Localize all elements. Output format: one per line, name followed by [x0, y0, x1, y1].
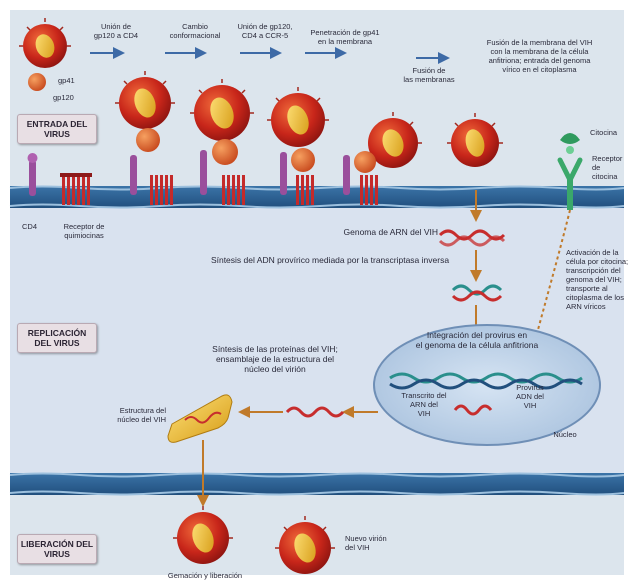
cd4-receptor: [28, 153, 38, 196]
step3-label: Unión de gp120, CD4 a CCR-5: [225, 22, 305, 40]
proviral-dna-label: Síntesis del ADN provírico mediada por l…: [180, 255, 480, 265]
cytokine-label: Citocina: [590, 128, 630, 137]
activation-label: Activación de la célula por citocina; tr…: [566, 248, 630, 311]
cytokine-receptor-label: Receptor de citocina: [592, 154, 632, 181]
nucleus-label: Núcleo: [545, 430, 585, 439]
step6-label: Fusión de la membrana del VIH con la mem…: [462, 38, 617, 74]
step5-label: Fusión de las membranas: [398, 66, 460, 84]
transcript-label: Transcrito del ARN del VIH: [394, 391, 454, 418]
cd4-label: CD4: [22, 222, 52, 231]
step4-label: Penetración de gp41 en la membrana: [300, 28, 390, 46]
protein-synthesis-label: Síntesis de las proteínas del VIH; ensam…: [180, 344, 370, 374]
step1-label: Unión de gp120 a CD4: [86, 22, 146, 40]
stage-replication: REPLICACIÓN DEL VIRUS: [17, 323, 97, 353]
hiv-rna-label: Genoma de ARN del VIH: [300, 227, 438, 237]
gp41-label: gp41: [58, 76, 98, 85]
stage-release: LIBERACIÓN DEL VIRUS: [17, 534, 97, 564]
provirus-label: Provirus ADN del VIH: [505, 383, 555, 410]
stage-entry: ENTRADA DEL VIRUS: [17, 114, 97, 144]
new-virion-label: Nuevo virión del VIH: [345, 534, 415, 552]
gp120-label: gp120: [53, 93, 93, 102]
virion-6-fusing: [451, 119, 499, 167]
step2-label: Cambio conformacional: [160, 22, 230, 40]
chemokine-receptor-label: Receptor de quimiocinas: [52, 222, 116, 240]
integration-label: Integración del provirus en el genoma de…: [382, 330, 572, 350]
top-membrane: [10, 186, 624, 208]
budding-virion: [177, 512, 229, 564]
bottom-membrane: [10, 473, 624, 495]
core-structure-label: Estructura del núcleo del VIH: [90, 406, 166, 424]
budding-label: Gemación y liberación: [150, 571, 260, 580]
